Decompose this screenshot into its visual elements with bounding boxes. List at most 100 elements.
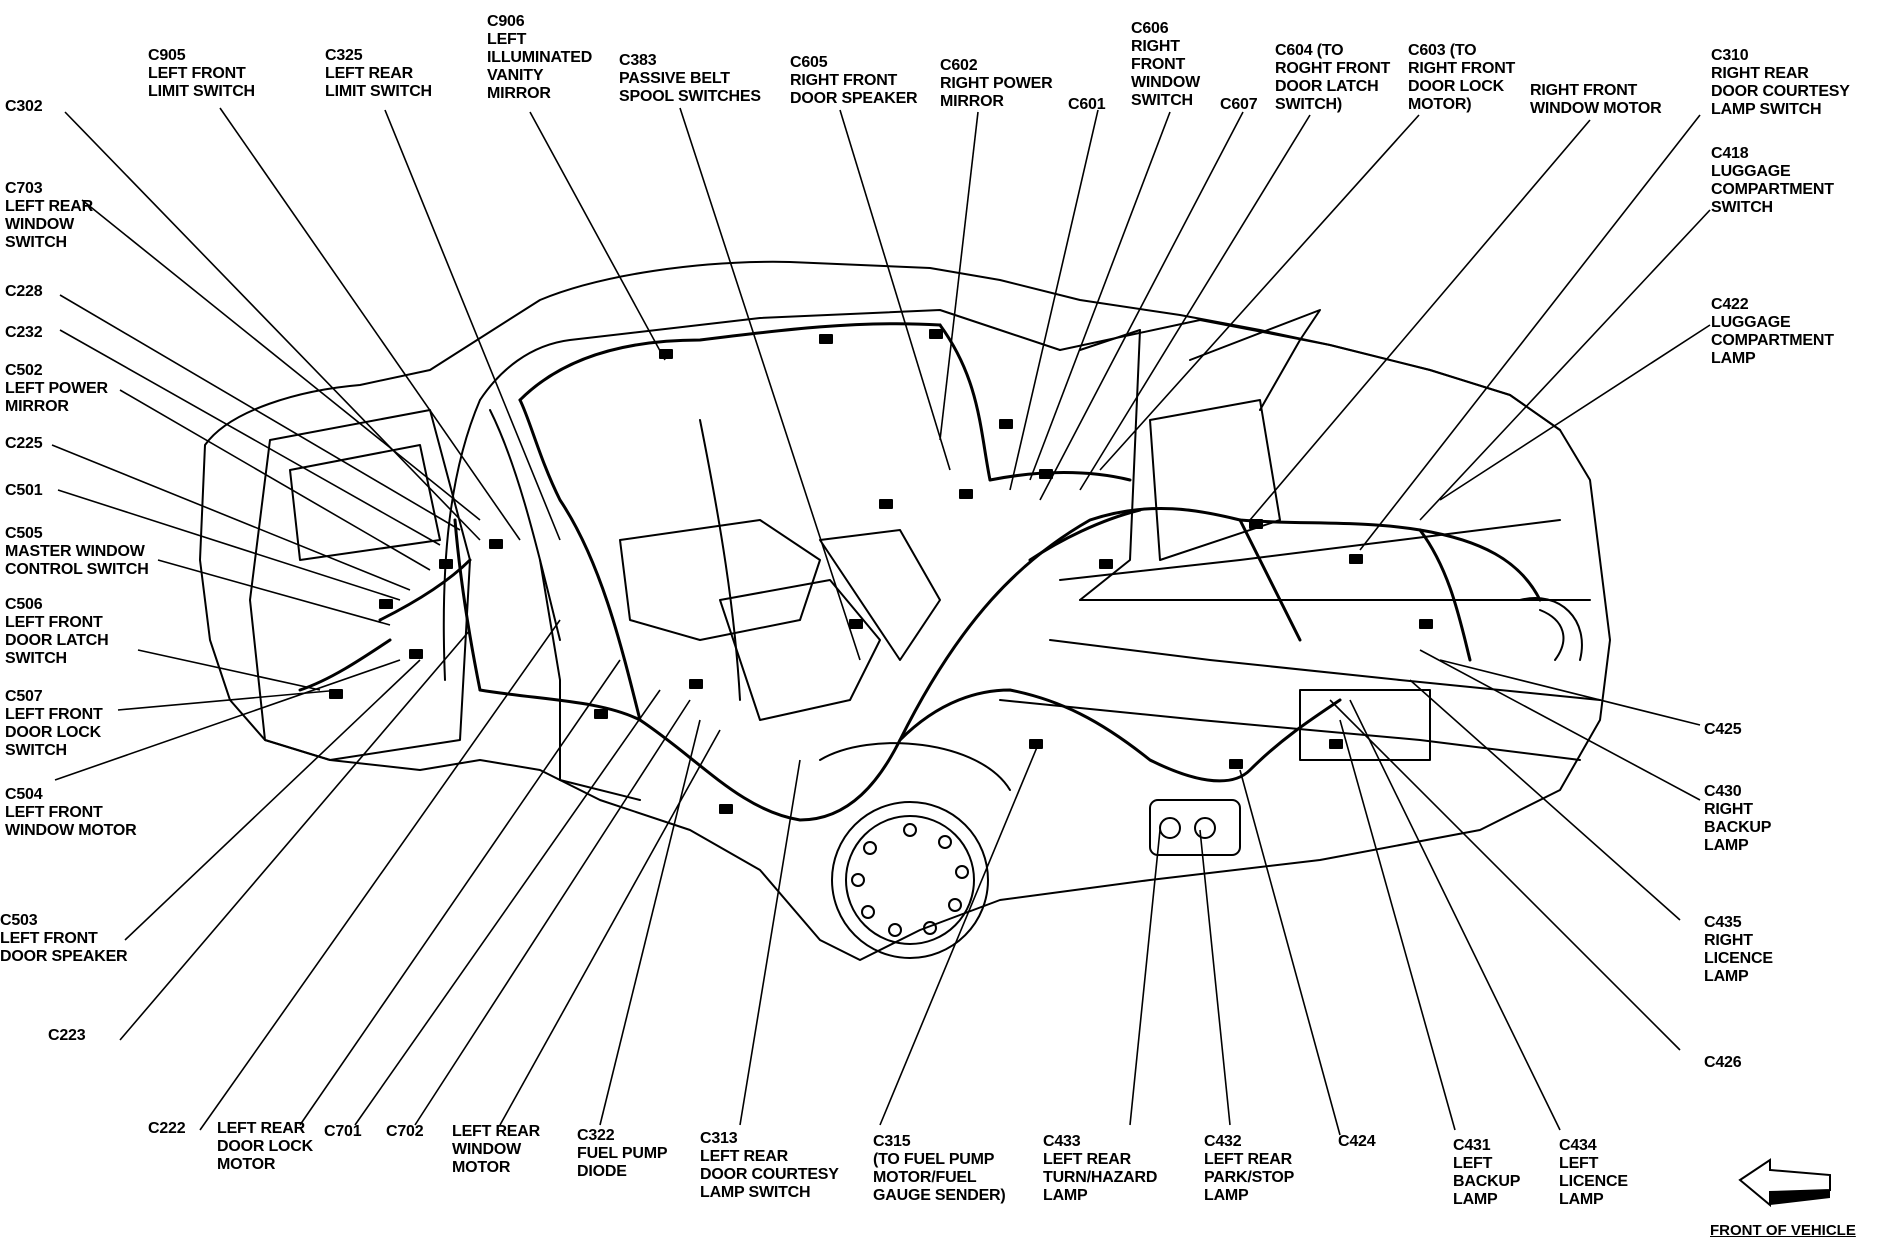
label-line: DOOR COURTESY bbox=[700, 1166, 839, 1183]
label-line: C702 bbox=[386, 1123, 424, 1140]
label-line: LEFT FRONT bbox=[5, 804, 103, 821]
label-line: SWITCH bbox=[5, 234, 67, 251]
label-line: ILLUMINATED bbox=[487, 49, 593, 66]
body-outline bbox=[199, 260, 1611, 961]
label-line: MOTOR bbox=[217, 1156, 276, 1173]
label-line: LAMP bbox=[1704, 837, 1749, 854]
label-line: SWITCH) bbox=[1275, 96, 1343, 113]
label-line: C223 bbox=[48, 1027, 86, 1044]
label-line: SWITCH bbox=[5, 742, 67, 759]
left-front-door bbox=[249, 409, 471, 761]
label-line: C222 bbox=[148, 1120, 186, 1137]
label-line: C507 bbox=[5, 688, 43, 705]
label-line: (TO FUEL PUMP bbox=[873, 1151, 995, 1168]
label-line: MIRROR bbox=[940, 93, 1004, 110]
label-line: DOOR LATCH bbox=[5, 632, 109, 649]
label-line: LEFT REAR bbox=[217, 1120, 305, 1137]
label-line: C505 bbox=[5, 525, 43, 542]
trunk-lid bbox=[1059, 319, 1561, 431]
label-line: C504 bbox=[5, 786, 43, 803]
label-line: C228 bbox=[5, 283, 43, 300]
label-c501: C501 bbox=[5, 482, 43, 500]
label-line: C302 bbox=[5, 98, 43, 115]
label-c702: C702 bbox=[386, 1123, 424, 1141]
label-line: FRONT bbox=[1131, 56, 1186, 73]
label-line: LEFT REAR bbox=[1204, 1151, 1292, 1168]
label-line: FUEL PUMP bbox=[577, 1145, 668, 1162]
label-line: DIODE bbox=[577, 1163, 627, 1180]
label-line: MOTOR bbox=[452, 1159, 511, 1176]
main-harness bbox=[478, 688, 1342, 822]
label-line: RIGHT FRONT bbox=[790, 72, 898, 89]
label-line: C501 bbox=[5, 482, 43, 499]
label-line: SWITCH bbox=[1131, 92, 1193, 109]
label-line: LEFT bbox=[1453, 1155, 1493, 1172]
right-rear-door bbox=[1189, 309, 1321, 411]
rear-wheel bbox=[831, 801, 989, 959]
label-c302: C302 bbox=[5, 98, 43, 116]
label-line: MASTER WINDOW bbox=[5, 543, 145, 560]
label-c601: C601 bbox=[1068, 96, 1106, 114]
label-line: MOTOR) bbox=[1408, 96, 1472, 113]
label-line: SWITCH bbox=[5, 650, 67, 667]
front-arrow-icon bbox=[1738, 1158, 1831, 1208]
label-line: C313 bbox=[700, 1130, 738, 1147]
label-line: LAMP SWITCH bbox=[700, 1184, 811, 1201]
label-c228: C228 bbox=[5, 283, 43, 301]
label-line: LEFT bbox=[1559, 1155, 1599, 1172]
label-line: C433 bbox=[1043, 1133, 1081, 1150]
label-line: ROGHT FRONT bbox=[1275, 60, 1391, 77]
label-line: LAMP bbox=[1453, 1191, 1498, 1208]
label-line: LAMP bbox=[1204, 1187, 1249, 1204]
label-line: C607 bbox=[1220, 96, 1258, 113]
label-line: LEFT FRONT bbox=[5, 614, 103, 631]
label-c223: C223 bbox=[48, 1027, 86, 1045]
label-c232: C232 bbox=[5, 324, 43, 342]
license-plate bbox=[1299, 689, 1431, 761]
label-line: C431 bbox=[1453, 1137, 1491, 1154]
label-line: LAMP bbox=[1711, 350, 1756, 367]
label-line: C703 bbox=[5, 180, 43, 197]
label-line: DOOR LATCH bbox=[1275, 78, 1379, 95]
label-line: MIRROR bbox=[487, 85, 551, 102]
left-tail-lamp bbox=[1149, 799, 1241, 856]
label-line: C232 bbox=[5, 324, 43, 341]
label-line: C701 bbox=[324, 1123, 362, 1140]
label-line: COMPARTMENT bbox=[1711, 332, 1834, 349]
label-line: C426 bbox=[1704, 1054, 1742, 1071]
label-line: DOOR SPEAKER bbox=[0, 948, 128, 965]
label-line: C418 bbox=[1711, 145, 1749, 162]
label-c607: C607 bbox=[1220, 96, 1258, 114]
label-line: CONTROL SWITCH bbox=[5, 561, 149, 578]
label-line: TURN/HAZARD bbox=[1043, 1169, 1158, 1186]
label-line: C435 bbox=[1704, 914, 1742, 931]
label-line: LEFT REAR bbox=[325, 65, 413, 82]
label-line: WINDOW bbox=[5, 216, 75, 233]
label-line: LUGGAGE bbox=[1711, 163, 1791, 180]
label-line: RIGHT REAR bbox=[1711, 65, 1809, 82]
label-line: C604 (TO bbox=[1275, 42, 1344, 59]
label-line: BACKUP bbox=[1704, 819, 1772, 836]
label-line: C503 bbox=[0, 912, 38, 929]
label-line: DOOR LOCK bbox=[1408, 78, 1504, 95]
label-line: C430 bbox=[1704, 783, 1742, 800]
label-line: PARK/STOP bbox=[1204, 1169, 1295, 1186]
label-line: WINDOW bbox=[452, 1141, 522, 1158]
